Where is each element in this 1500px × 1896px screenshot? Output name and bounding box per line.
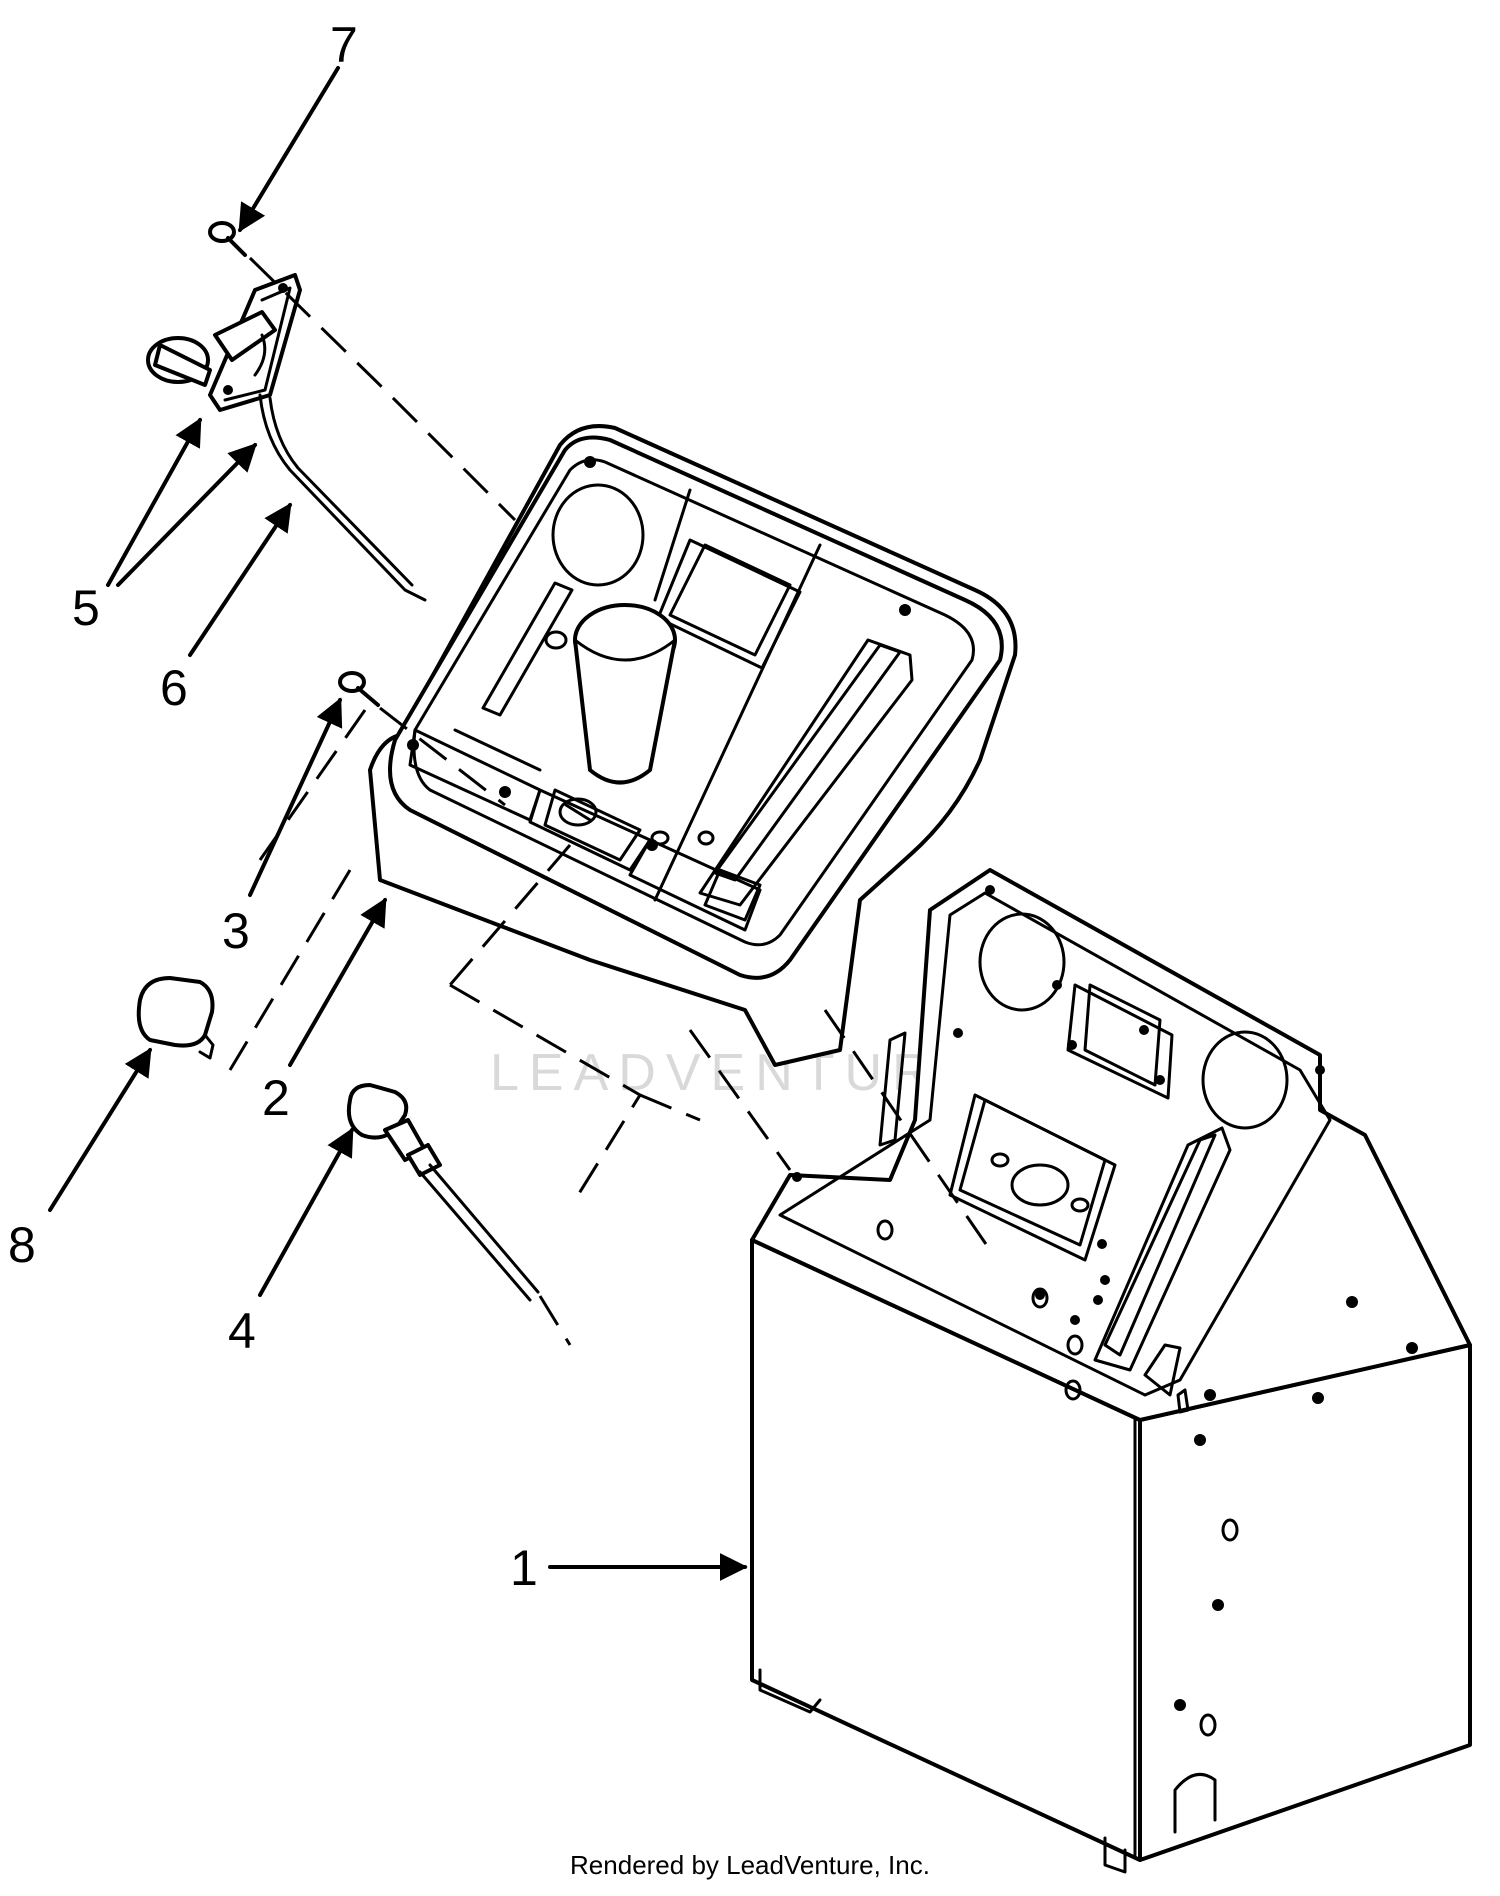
callout-4: 4 — [228, 1303, 256, 1359]
leader-arrows — [48, 66, 748, 1581]
callout-numbers: 7 5 6 3 2 8 4 1 — [8, 17, 538, 1596]
leader-7 — [238, 66, 340, 233]
part-5-switch — [146, 273, 302, 412]
footer-credit: Rendered by LeadVenture, Inc. — [570, 1850, 930, 1880]
leader-5b — [116, 442, 257, 587]
callout-2: 2 — [262, 1070, 290, 1126]
leader-5a — [106, 417, 202, 587]
part-3-screw — [338, 671, 380, 707]
callout-8: 8 — [8, 1217, 36, 1273]
part-4-throttle-lever — [346, 1083, 540, 1302]
part-8-knob — [136, 976, 215, 1060]
callout-3: 3 — [222, 903, 250, 959]
part-2-dash-panel — [368, 424, 1018, 1067]
part-1-console-base — [750, 868, 1472, 1874]
part-7-screw — [208, 221, 247, 257]
leader-6 — [188, 502, 292, 657]
leader-2 — [288, 897, 387, 1067]
callout-1: 1 — [510, 1540, 538, 1596]
callout-6: 6 — [160, 660, 188, 716]
part-6-wire-harness — [258, 393, 427, 602]
callout-5: 5 — [72, 580, 100, 636]
watermark: LEADVENTURE — [490, 1044, 984, 1102]
leader-4 — [258, 1127, 354, 1297]
leader-8 — [48, 1047, 152, 1212]
leader-3 — [248, 697, 343, 897]
callout-7: 7 — [330, 17, 358, 73]
cup-holder — [573, 603, 677, 785]
